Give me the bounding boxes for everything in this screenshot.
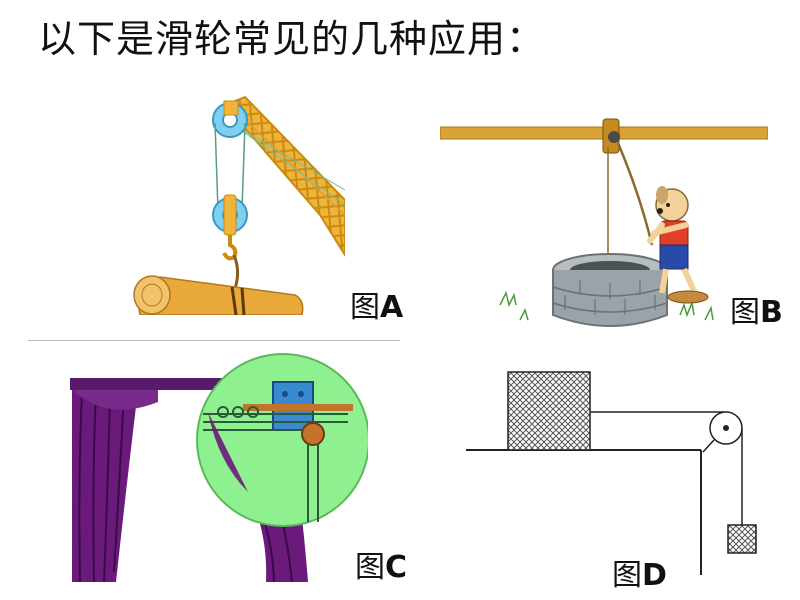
left-curtain-icon bbox=[72, 390, 158, 582]
page-title: 以下是滑轮常见的几种应用： bbox=[38, 17, 546, 61]
fixed-pulley-icon bbox=[212, 100, 248, 138]
curtain-rod bbox=[70, 378, 250, 390]
hook-icon bbox=[222, 235, 238, 261]
boy-character-icon bbox=[647, 186, 709, 304]
table-pulley-icon bbox=[702, 411, 743, 453]
figure-a-label: 图A bbox=[350, 290, 404, 325]
log-icon bbox=[133, 275, 304, 315]
curtain-pulley-icon bbox=[301, 422, 325, 446]
figure-d-block-pulley-diagram bbox=[466, 371, 757, 575]
well-pulley-icon bbox=[602, 118, 620, 154]
movable-pulley-icon bbox=[212, 194, 248, 236]
figure-b-label: 图B bbox=[730, 295, 783, 330]
figure-d-label: 图D bbox=[612, 558, 667, 593]
figure-c-curtain-diagram bbox=[70, 353, 368, 582]
crane-arm bbox=[223, 95, 345, 257]
well-icon bbox=[552, 253, 668, 327]
block-on-table bbox=[507, 371, 591, 451]
figure-b-well-diagram bbox=[440, 118, 768, 327]
figure-c-label: 图C bbox=[355, 550, 408, 585]
figure-a-crane-diagram bbox=[133, 95, 345, 315]
divider-line bbox=[28, 340, 400, 341]
hanging-weight bbox=[727, 524, 757, 554]
zoom-detail-circle bbox=[196, 353, 368, 527]
